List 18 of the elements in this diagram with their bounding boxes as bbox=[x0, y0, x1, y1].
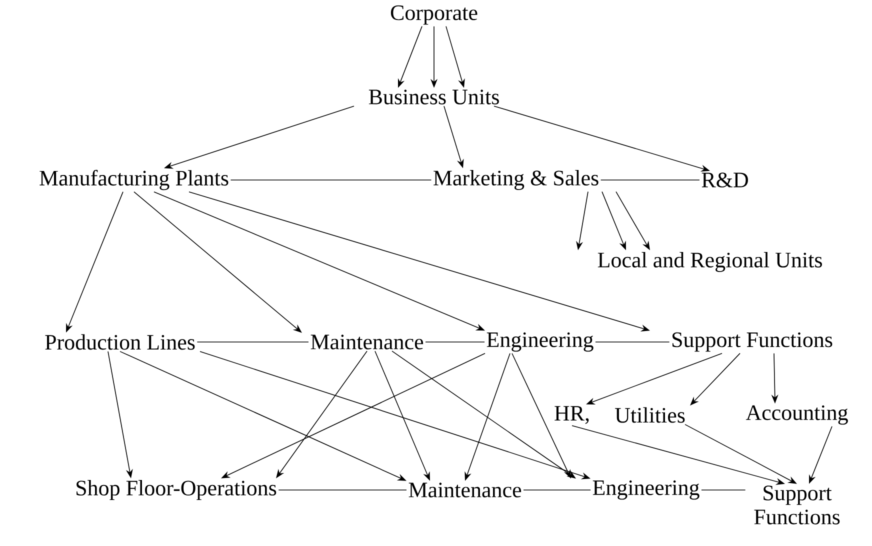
text-label: Production Lines bbox=[45, 334, 195, 350]
arrow bbox=[134, 191, 302, 333]
text-label: Maintenance bbox=[310, 334, 424, 350]
text-label: HR, bbox=[554, 406, 589, 424]
text-label: Business Units bbox=[368, 90, 499, 104]
text-label: Shop Floor-Operations bbox=[76, 480, 276, 500]
text-label: Support Functions bbox=[672, 332, 832, 352]
text-label: Corporate bbox=[390, 5, 478, 25]
text-label: Accounting bbox=[746, 405, 848, 425]
text-label: Engineering bbox=[486, 332, 594, 352]
text-label: Manufacturing Plants bbox=[40, 170, 228, 190]
text-label: Utilities bbox=[615, 407, 685, 423]
text-label: Engineering bbox=[592, 480, 700, 500]
text-label: Marketing & Sales bbox=[434, 170, 598, 190]
text-label: Maintenance bbox=[408, 482, 522, 498]
text-label: Support Functions bbox=[754, 486, 840, 524]
text-label: R&D bbox=[702, 172, 748, 188]
text-label: Local and Regional Units bbox=[598, 252, 822, 272]
